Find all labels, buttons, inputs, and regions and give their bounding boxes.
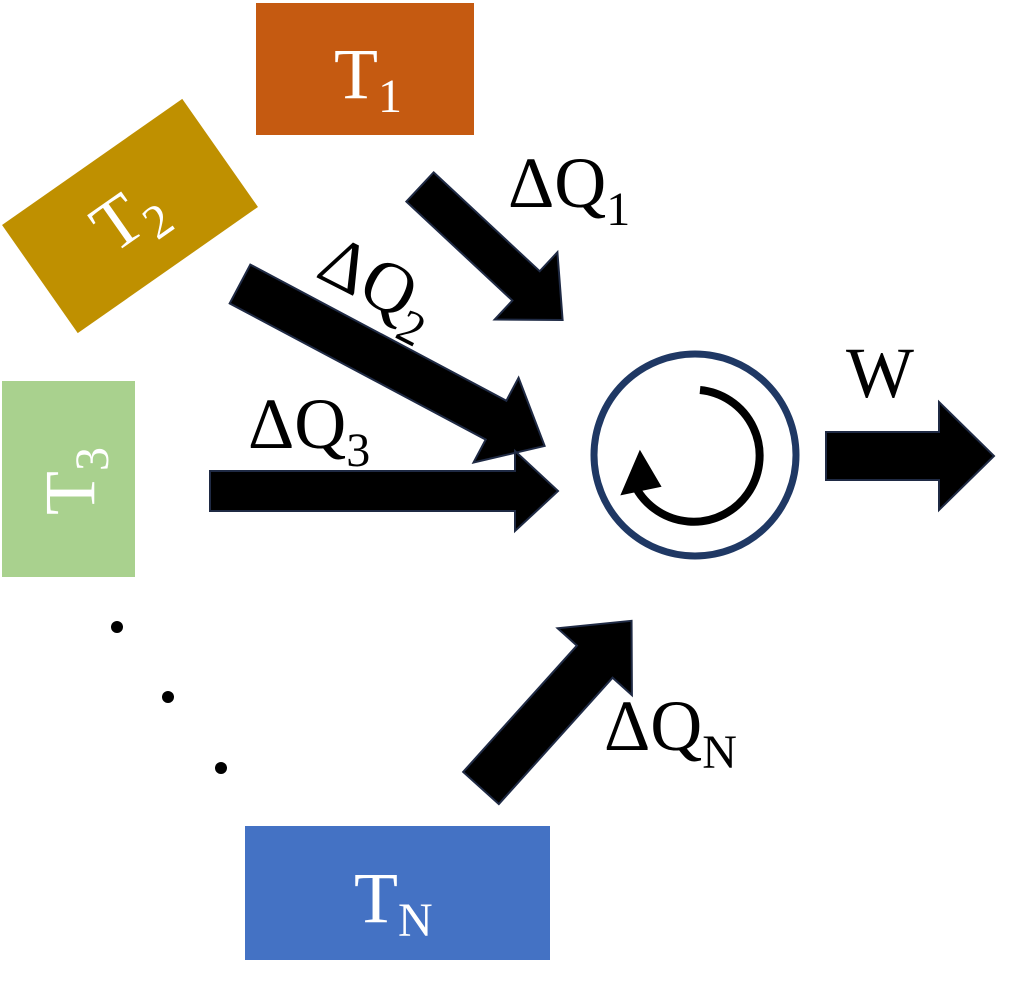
reservoir-t3: T3 (2, 381, 135, 577)
reservoir-tn-symbol: T (354, 858, 398, 938)
reservoir-tn-subscript: N (398, 894, 433, 947)
reservoir-tn: TN (245, 826, 550, 960)
ellipsis-dots-icon (111, 621, 227, 774)
cycle-icon (620, 386, 764, 526)
heat-flow-q1-subscript: 1 (606, 183, 630, 236)
heat-flow-q3-subscript: 3 (346, 424, 370, 477)
heat-flow-arrow-qn (461, 619, 633, 806)
reservoir-t3-subscript: 3 (66, 447, 119, 471)
heat-flow-arrow-q1 (404, 170, 564, 321)
reservoir-tn-label: TN (354, 858, 433, 947)
work-arrow (825, 399, 996, 513)
reservoir-t3-symbol: T (30, 471, 110, 515)
engine-ring (590, 350, 800, 560)
arrow-right-icon (825, 399, 996, 513)
heat-flow-qn-subscript: N (702, 726, 737, 779)
heat-flow-label-q1: ΔQ1 (508, 143, 630, 236)
engine (590, 350, 800, 560)
reservoir-t1: T1 (256, 3, 474, 135)
work-label: W (846, 333, 914, 413)
heat-flow-qn-symbol: ΔQ (604, 686, 702, 766)
reservoir-t3-label: T3 (30, 447, 119, 515)
heat-flow-label-q3: ΔQ3 (248, 384, 370, 477)
heat-flow-q3-symbol: ΔQ (248, 384, 346, 464)
reservoir-tn-box (245, 826, 550, 960)
arrow-right-icon (228, 263, 546, 465)
heat-flow-label-qn: ΔQN (604, 686, 737, 779)
reservoir-t2-box (2, 98, 258, 334)
reservoir-t3-box (2, 381, 135, 577)
reservoir-t1-label: T1 (334, 34, 402, 123)
reservoir-t1-subscript: 1 (378, 70, 402, 123)
reservoir-t2: T2 (2, 98, 258, 334)
arrow-right-icon (404, 170, 564, 321)
heat-flow-arrow-q3 (209, 448, 560, 534)
reservoir-t1-symbol: T (334, 34, 378, 114)
arrow-right-icon (209, 448, 560, 534)
arrow-right-icon (461, 619, 633, 806)
heat-flow-arrow-q2 (228, 263, 546, 465)
heat-flow-q1-symbol: ΔQ (508, 143, 606, 223)
reservoir-t1-box (256, 3, 474, 135)
